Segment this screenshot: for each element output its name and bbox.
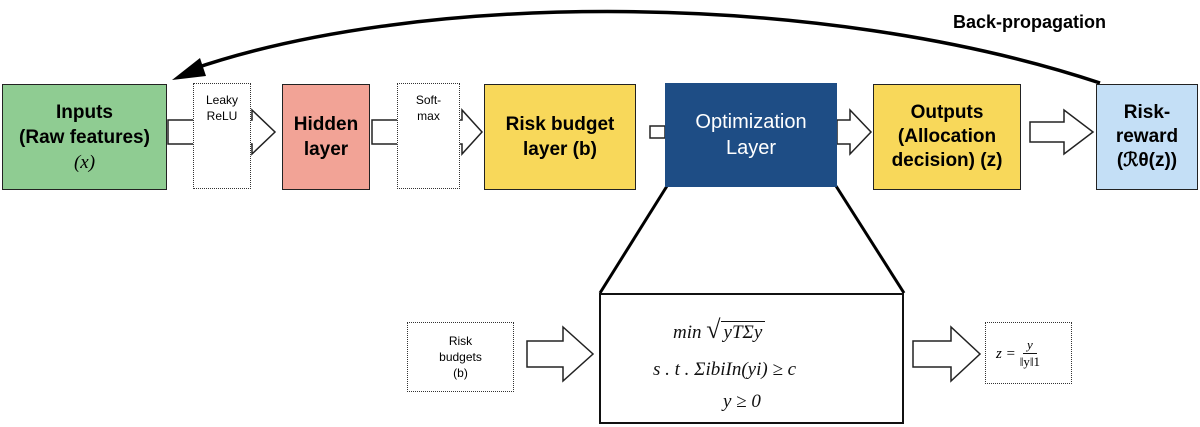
inputs-box: Inputs (Raw features) (x): [2, 84, 167, 190]
normalization-denominator: ‖y‖1: [1019, 354, 1041, 369]
risk-budgets-input-box: Risk budgets (b): [407, 322, 514, 392]
risk-budgets-label-2: budgets: [439, 350, 482, 364]
normalization-formula: z = y ‖y‖1: [996, 337, 1040, 370]
backprop-label: Back-propagation: [953, 12, 1107, 32]
zoom-line-right: [834, 185, 906, 294]
optimization-problem-box: min √yTΣy s . t . ΣibiIn(yi) ≥ c y ≥ 0: [599, 293, 904, 424]
backprop-arrowhead: [172, 58, 206, 80]
reward-label-1: Risk-: [1123, 102, 1171, 123]
reward-label-3: (ℛθ(z)): [1116, 150, 1178, 171]
normalization-box: z = y ‖y‖1: [985, 322, 1072, 384]
risk-budgets-label-3: (b): [453, 366, 468, 380]
activation2-label-1: Soft-: [415, 93, 442, 107]
normalization-numerator: y: [1022, 337, 1037, 354]
risk-budgets-label-1: Risk: [448, 334, 473, 348]
zoom-line-left: [598, 185, 669, 294]
activation-leaky-relu: Leaky ReLU: [193, 83, 251, 189]
hidden-label-1: Hidden: [293, 114, 359, 135]
outputs-label-2: (Allocation: [897, 126, 997, 147]
constraint-line: s . t . ΣibiIn(yi) ≥ c: [653, 359, 797, 380]
objective-min: min: [673, 322, 702, 343]
nonneg-line: y ≥ 0: [723, 391, 761, 412]
arrow-problem-to-normalization: [912, 325, 982, 383]
arrow-budgets-to-problem: [526, 325, 595, 383]
outputs-label-3: decision) (z): [891, 150, 1003, 171]
optimization-label-2: Layer: [725, 137, 777, 159]
activation1-label-1: Leaky: [205, 93, 239, 107]
optimization-layer-box: Optimization Layer: [665, 83, 837, 187]
optimization-label-1: Optimization: [695, 111, 807, 133]
outputs-label-1: Outputs: [910, 102, 984, 123]
inputs-label-1: Inputs: [56, 101, 113, 123]
activation-softmax: Soft- max: [397, 83, 460, 189]
objective-sqrt-body: yTΣy: [720, 321, 766, 343]
inputs-label-2: (Raw features): [19, 126, 150, 148]
hidden-label-2: layer: [303, 139, 349, 160]
inputs-variable: (x): [73, 151, 96, 173]
hidden-layer-box: Hidden layer: [282, 84, 370, 190]
reward-label-2: reward: [1115, 126, 1179, 147]
activation1-label-2: ReLU: [206, 109, 238, 123]
risk-reward-box: Risk- reward (ℛθ(z)): [1096, 84, 1198, 190]
risk-budget-label-2: layer (b): [523, 139, 597, 160]
risk-budget-layer-box: Risk budget layer (b): [484, 84, 636, 190]
outputs-box: Outputs (Allocation decision) (z): [873, 84, 1021, 190]
arrow-budget-to-opt: [649, 125, 666, 139]
arrow-outputs-to-reward: [1029, 108, 1095, 156]
arrow-opt-to-outputs: [836, 108, 873, 156]
objective-line: min √yTΣy: [673, 315, 766, 345]
normalization-lhs: z =: [996, 345, 1016, 362]
activation2-label-2: max: [417, 109, 440, 123]
risk-budget-label-1: Risk budget: [505, 114, 615, 135]
backprop-arc: [189, 9, 1101, 85]
